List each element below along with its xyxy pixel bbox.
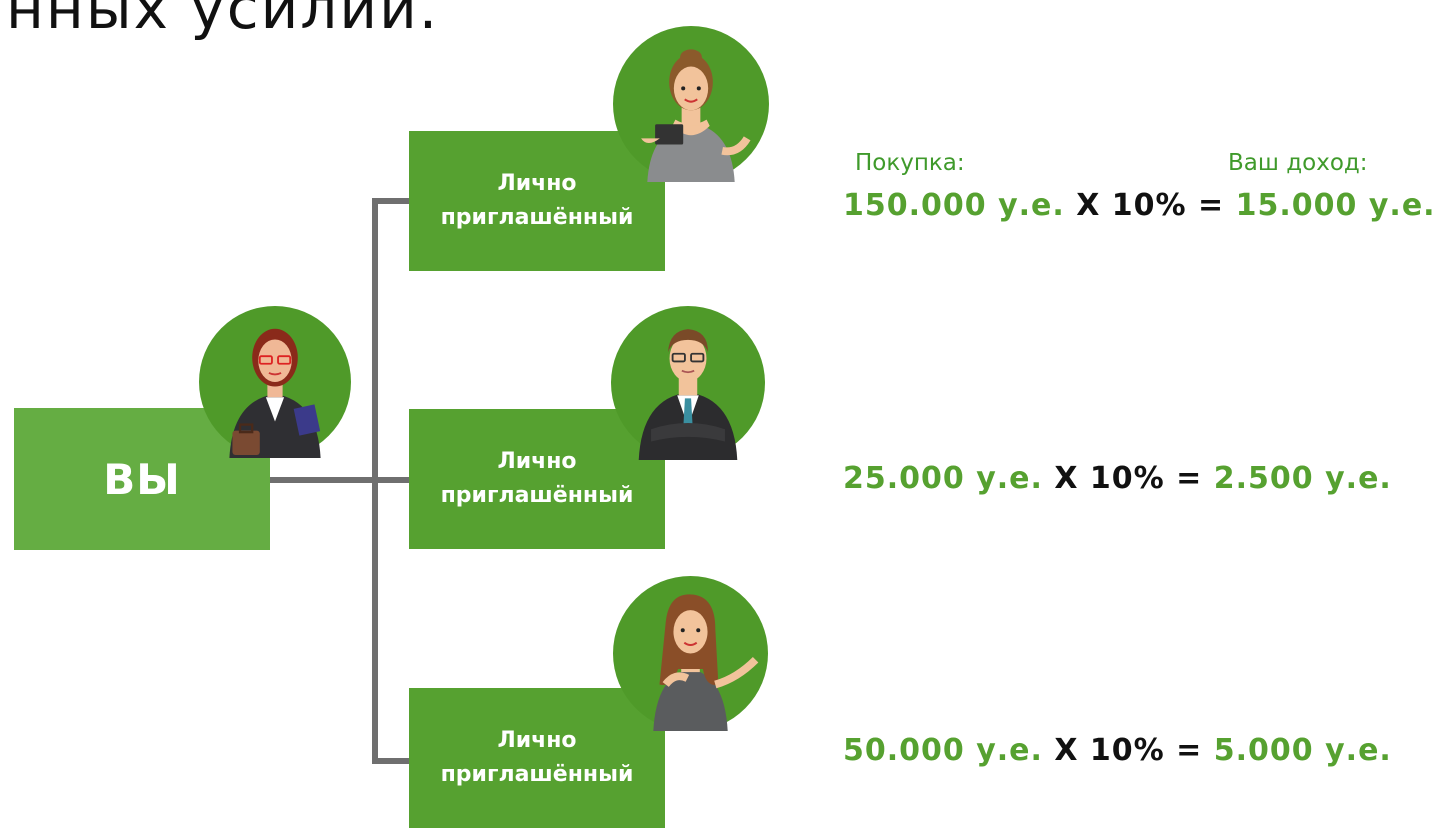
invitee-label-line2: приглашённый [440,205,634,230]
connector-middle [262,477,412,483]
calc-row-3: 50.000 у.е. X 10% = 5.000 у.е. [843,733,1392,768]
connector-bottom [372,758,412,764]
calc-row-1: 150.000 у.е. X 10% = 15.000 у.е. [843,188,1436,223]
woman-pointing-icon [613,576,768,731]
invitee-label-line2: приглашённый [440,483,634,508]
invitee-label-line1: Лично [497,449,577,474]
businessman-arms-crossed-icon [611,306,765,460]
woman-with-tablet-icon [613,26,769,182]
purchase-amount: 50.000 у.е. [843,733,1043,768]
income-label: Ваш доход: [1228,150,1368,176]
multiplier: X 10% = [1076,188,1225,223]
invitee-label-line2: приглашённый [440,762,634,787]
purchase-label: Покупка: [855,150,965,176]
connector-top [372,198,412,204]
header-text: нных усилий. [6,0,440,42]
you-label: ВЫ [103,454,181,504]
income-result: 5.000 у.е. [1213,733,1392,768]
income-result: 2.500 у.е. [1213,461,1392,496]
purchase-amount: 25.000 у.е. [843,461,1043,496]
invitee-label-line1: Лично [497,728,577,753]
invitee-box-3: Лично приглашённый [409,688,665,828]
purchase-amount: 150.000 у.е. [843,188,1065,223]
calc-row-2: 25.000 у.е. X 10% = 2.500 у.е. [843,461,1392,496]
multiplier: X 10% = [1054,461,1203,496]
invitee-label-line1: Лично [497,171,577,196]
invitee-box-2: Лично приглашённый [409,409,665,549]
invitee-box-1: Лично приглашённый [409,131,665,271]
income-result: 15.000 у.е. [1235,188,1436,223]
multiplier: X 10% = [1054,733,1203,768]
businesswoman-with-briefcase-icon [199,306,351,458]
